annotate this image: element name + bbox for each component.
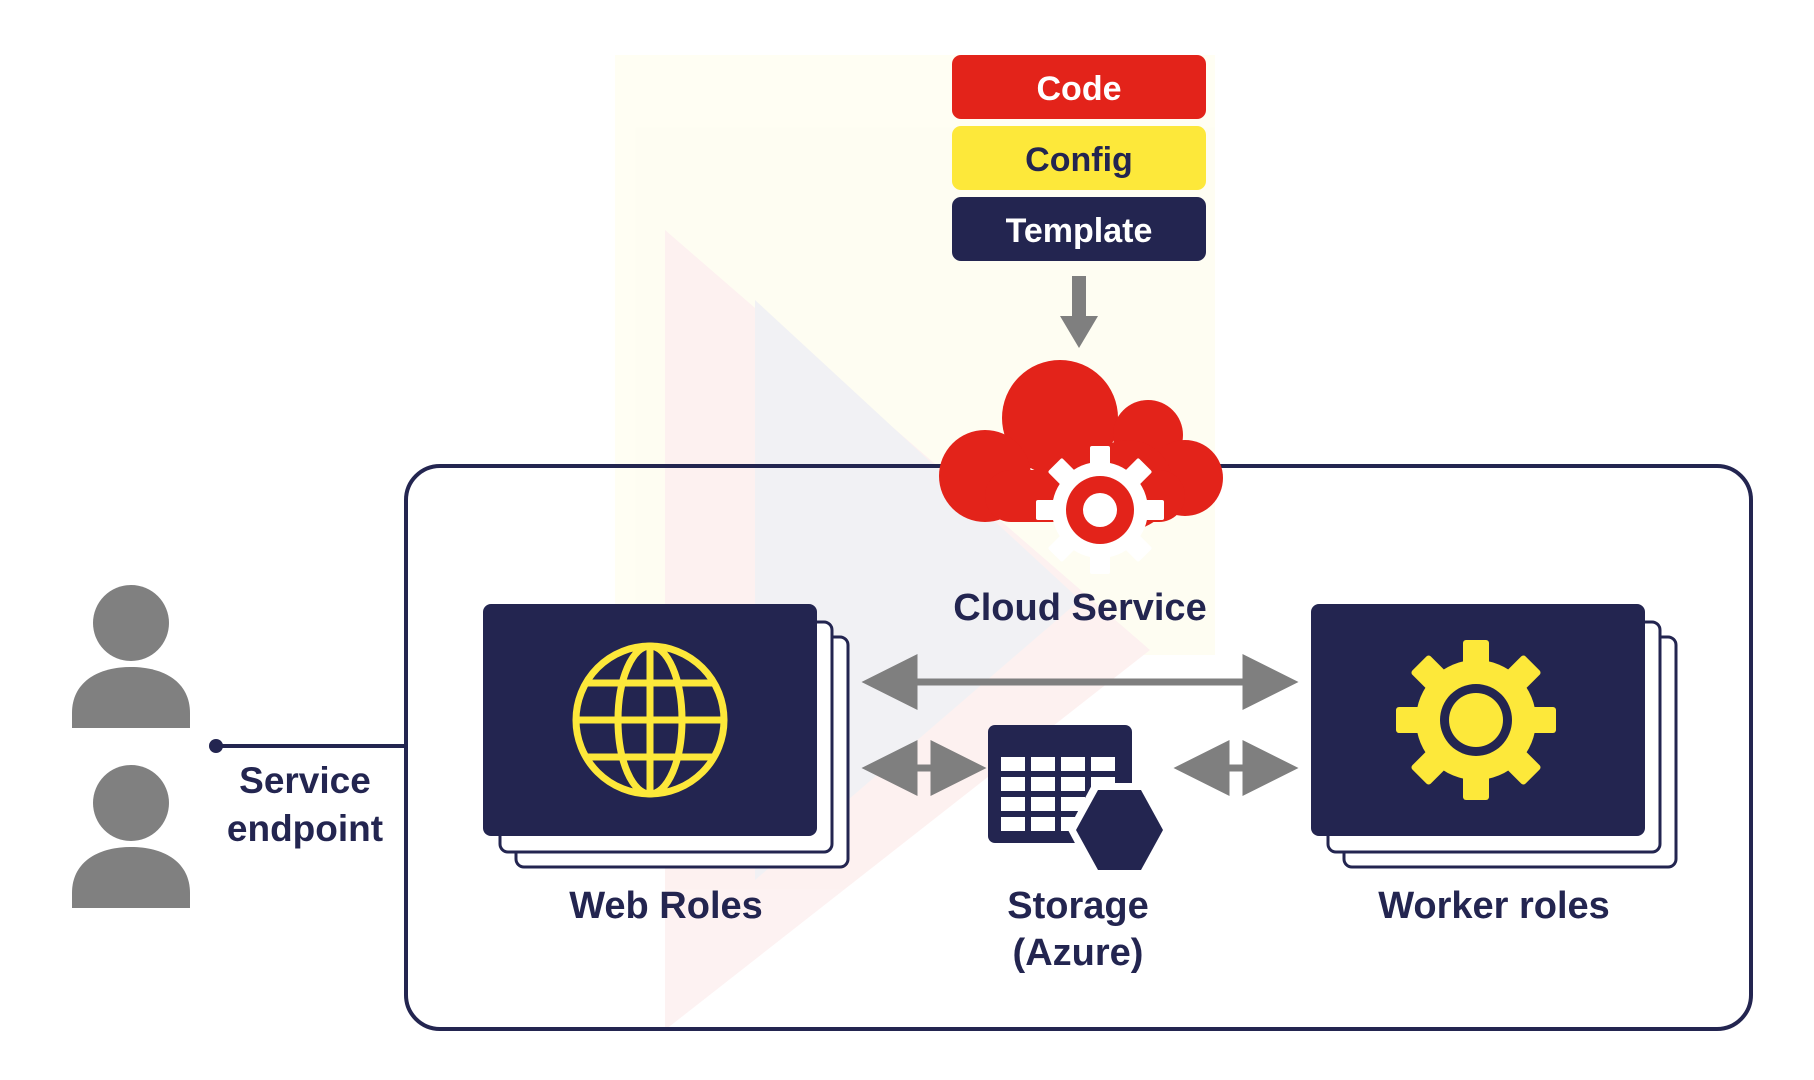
- user-icon: [72, 585, 190, 728]
- config-block: [952, 126, 1206, 190]
- storage-label-line1: Storage: [1007, 885, 1148, 927]
- user-icon: [72, 765, 190, 908]
- web-roles-label: Web Roles: [569, 885, 763, 927]
- worker-roles-node: [1311, 604, 1678, 869]
- storage-table-icon: [988, 725, 1170, 877]
- template-label: Template: [1006, 212, 1153, 250]
- worker-roles-label: Worker roles: [1378, 885, 1610, 927]
- code-block: [952, 55, 1206, 119]
- config-label: Config: [1025, 141, 1133, 179]
- template-block: [952, 197, 1206, 261]
- storage-label-line2: (Azure): [1013, 932, 1144, 974]
- globe-icon: [572, 642, 728, 798]
- gear-icon: [1396, 640, 1556, 800]
- service-endpoint-connector: [209, 739, 406, 753]
- endpoint-label-line2: endpoint: [227, 808, 383, 849]
- code-label: Code: [1037, 70, 1122, 108]
- web-roles-node: [483, 604, 850, 869]
- deployment-package-stack: Code Config Template: [952, 55, 1206, 261]
- cloud-service-label: Cloud Service: [953, 587, 1206, 629]
- cloud-gear-icon: [939, 360, 1223, 574]
- deploy-arrow: [1060, 276, 1098, 348]
- endpoint-label-line1: Service: [239, 760, 371, 801]
